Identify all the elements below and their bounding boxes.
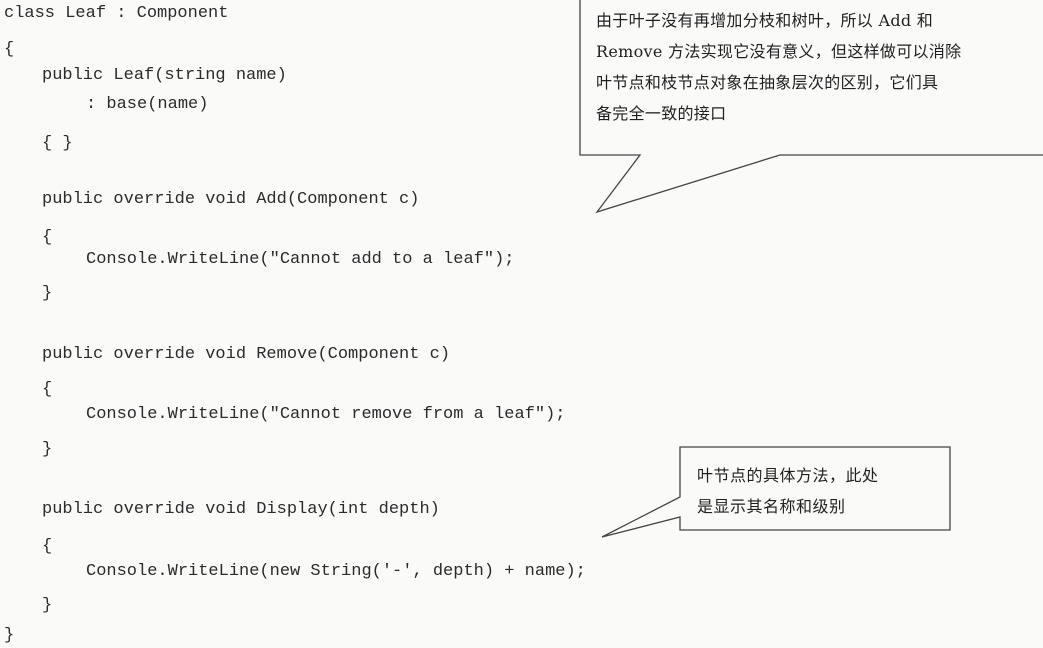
code-line: class Leaf : Component — [4, 4, 229, 23]
code-line: } — [4, 626, 15, 645]
code-line: public override void Display(int depth) — [42, 500, 440, 519]
code-line: Console.WriteLine("Cannot add to a leaf"… — [86, 250, 515, 269]
code-line: } — [42, 596, 53, 615]
code-line: } — [42, 440, 53, 459]
code-line: public Leaf(string name) — [42, 66, 287, 85]
code-line: : base(name) — [86, 95, 209, 114]
code-line: public override void Add(Component c) — [42, 190, 420, 209]
code-line: { — [42, 380, 53, 399]
code-line: { — [4, 40, 15, 59]
code-line: Console.WriteLine("Cannot remove from a … — [86, 405, 566, 424]
code-line: Console.WriteLine(new String('-', depth)… — [86, 562, 586, 581]
code-line: { } — [42, 134, 73, 153]
code-line: { — [42, 537, 53, 556]
code-line: } — [42, 284, 53, 303]
code-line: { — [42, 228, 53, 247]
code-line: public override void Remove(Component c) — [42, 345, 451, 364]
